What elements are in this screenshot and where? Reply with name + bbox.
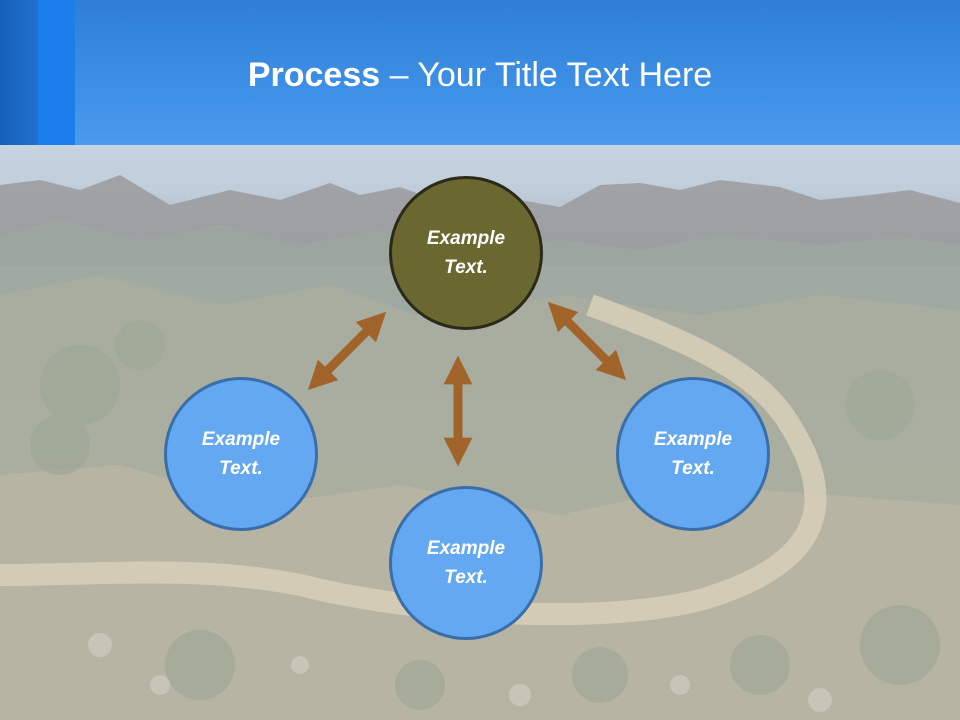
banner-accent-stripe-light <box>38 0 75 145</box>
banner-accent-stripe <box>0 0 38 145</box>
process-node-bottom[interactable]: Example Text. <box>389 486 543 640</box>
process-node-left[interactable]: Example Text. <box>164 377 318 531</box>
node-top-label: Example Text. <box>426 228 506 278</box>
arrow-top-left <box>307 311 387 391</box>
node-bottom-label: Example Text. <box>426 538 506 588</box>
title-banner: Process – Your Title Text Here <box>0 0 960 145</box>
arrow-top-right <box>547 301 627 381</box>
process-node-top[interactable]: Example Text. <box>389 176 543 330</box>
title-bold: Process <box>247 56 381 94</box>
title-rest: – Your Title Text Here <box>380 56 713 94</box>
process-node-right[interactable]: Example Text. <box>616 377 770 531</box>
slide-title[interactable]: Process – Your Title Text Here <box>0 54 960 96</box>
node-left-label: Example Text. <box>201 429 281 479</box>
node-right-label: Example Text. <box>653 429 733 479</box>
